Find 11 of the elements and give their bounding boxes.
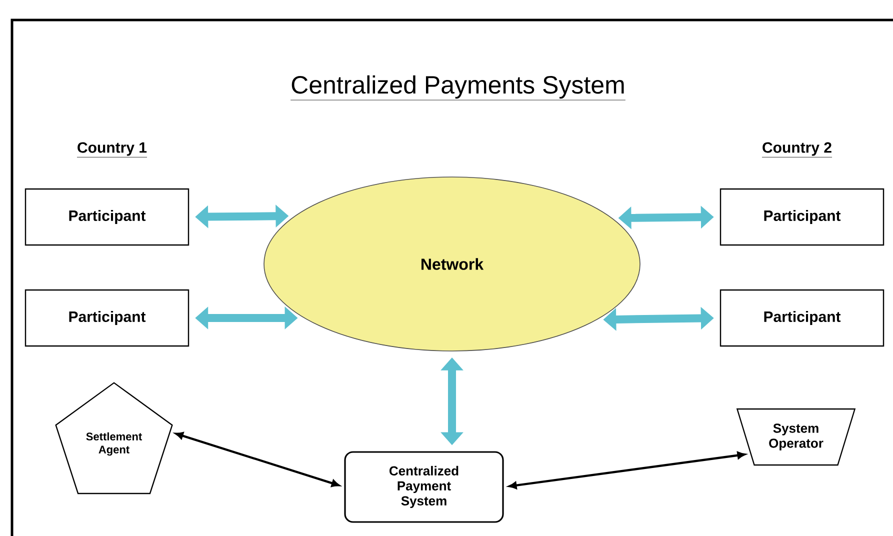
title: Centralized Payments System	[290, 75, 626, 100]
connector-arrow	[508, 452, 746, 489]
payment-system-box: Centralized Payment System	[344, 451, 504, 523]
participant-box: Participant	[720, 188, 884, 246]
participant-box: Participant	[24, 188, 190, 246]
connector-arrow	[175, 432, 340, 487]
column-heading: Country 2	[762, 142, 832, 158]
column-heading: Country 1	[76, 142, 148, 158]
participant-box: Participant	[720, 289, 884, 347]
settlement-pentagon: Settlement Agent	[55, 382, 173, 494]
participant-box: Participant	[24, 289, 190, 347]
